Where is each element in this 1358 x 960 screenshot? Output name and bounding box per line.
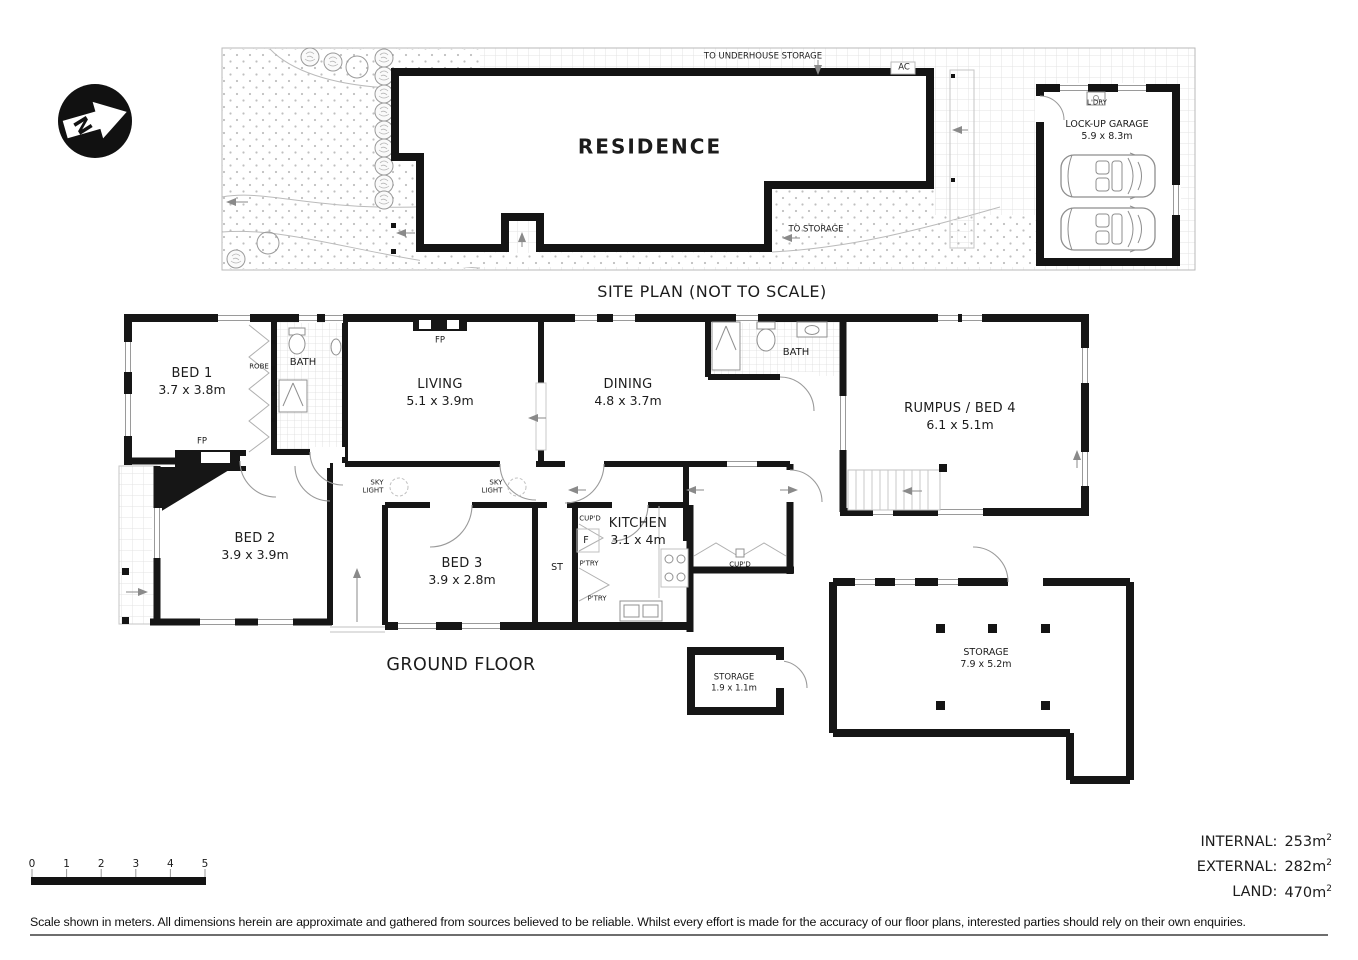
ac-unit (890, 61, 916, 75)
sink-icon (619, 600, 663, 622)
side-path (949, 69, 975, 249)
scale-tick-1: 1 (63, 858, 70, 870)
garage (1035, 83, 1181, 266)
bath1-label: BATH (289, 356, 317, 368)
room-label-dining: DINING 4.8 x 3.7m (594, 377, 662, 409)
entry-arrows (126, 414, 1081, 622)
residence-label: RESIDENCE (577, 134, 723, 159)
room-label-living: LIVING 5.1 x 3.9m (406, 377, 474, 409)
room-label-rumpus: RUMPUS / BED 4 6.1 x 5.1m (904, 401, 1016, 433)
skylight-icon (389, 477, 409, 497)
room-label-bed2: BED 2 3.9 x 3.9m (221, 531, 289, 563)
garage-dims: 5.9 x 8.3m (1081, 131, 1133, 142)
garage-name: LOCK-UP GARAGE (1065, 119, 1149, 131)
skylight-label-2: SKY LIGHT (481, 478, 503, 495)
disclaimer-text: Scale shown in meters. All dimensions he… (30, 915, 1328, 936)
storage-small-label: STORAGE 1.9 x 1.1m (711, 672, 757, 693)
wall-openings (123, 313, 1090, 631)
site-plan-title: SITE PLAN (NOT TO SCALE) (597, 282, 827, 301)
entry-steps (330, 626, 385, 633)
residence-outline (391, 68, 934, 252)
ac-label: AC (898, 62, 910, 73)
room-label-bed1: BED 1 3.7 x 3.8m (158, 366, 226, 398)
scale-tick-0: 0 (28, 858, 36, 870)
tree-icon (256, 231, 280, 255)
site-arrows (226, 60, 968, 247)
fp-label-living: FP (434, 335, 446, 346)
scale-tick-3: 3 (132, 858, 140, 870)
storage-large-label: STORAGE 7.9 x 5.2m (960, 647, 1012, 670)
kitchen-fixtures (576, 506, 689, 622)
laundry-label: L'DRY (1087, 98, 1107, 107)
area-external: EXTERNAL:282m2 (1196, 858, 1332, 876)
fp-label-bed: FP (196, 436, 208, 447)
cupd-label-kitchen: CUP'D (579, 514, 601, 523)
window-lines (125, 315, 1088, 629)
to-storage-label: TO STORAGE (788, 224, 844, 235)
cupd-label-hall: CUP'D (729, 560, 751, 569)
laundry-tub-icon (1086, 91, 1106, 106)
storage-posts (936, 624, 1050, 710)
porch (118, 465, 158, 625)
fridge-space (576, 528, 600, 553)
site-plan (221, 47, 1196, 271)
fridge-label: F (583, 535, 589, 547)
pantry-label-1: P'TRY (579, 559, 599, 568)
scale-bar (31, 869, 206, 885)
area-summary: INTERNAL:253m2 EXTERNAL:282m2 LAND:470m2 (1197, 828, 1332, 904)
scale-tick-2: 2 (97, 858, 105, 870)
tree-icon (345, 55, 369, 79)
scale-tick-4: 4 (167, 858, 174, 870)
skylight-icon (507, 477, 527, 497)
st-label: ST (551, 562, 563, 574)
robe-icon (248, 324, 275, 453)
bath1-fixtures (278, 327, 342, 413)
fireplace-icons (160, 318, 467, 512)
skylight-label-1: SKY LIGHT (362, 478, 384, 495)
stove-icon (660, 548, 689, 588)
hall-cupboard-icon (693, 542, 787, 558)
cased-opening (535, 382, 547, 451)
garage-label: LOCK-UP GARAGE 5.9 x 8.3m (1065, 119, 1148, 143)
bath2-label: BATH (782, 346, 810, 358)
garage-door-arc (1039, 95, 1065, 121)
ground-floor-title: GROUND FLOOR (386, 655, 536, 676)
bath2-fixtures (711, 321, 828, 371)
north-arrow-icon: N (58, 84, 132, 158)
scale-tick-5: 5 (201, 858, 209, 870)
area-internal: INTERNAL:253m2 (1200, 833, 1333, 850)
door-arcs (239, 376, 1009, 689)
robe-label: ROBE (249, 362, 269, 371)
area-land: LAND:470m2 (1232, 883, 1332, 901)
to-underhouse-label: TO UNDERHOUSE STORAGE (703, 51, 823, 62)
ground-floor-plan (118, 313, 1134, 784)
room-label-kitchen: KITCHEN 3.1 x 4m (608, 516, 668, 548)
stairs-icon (847, 464, 947, 511)
room-label-bed3: BED 3 3.9 x 2.8m (428, 556, 496, 588)
pantry-label-2: P'TRY (587, 594, 607, 603)
small-storage (687, 647, 784, 715)
